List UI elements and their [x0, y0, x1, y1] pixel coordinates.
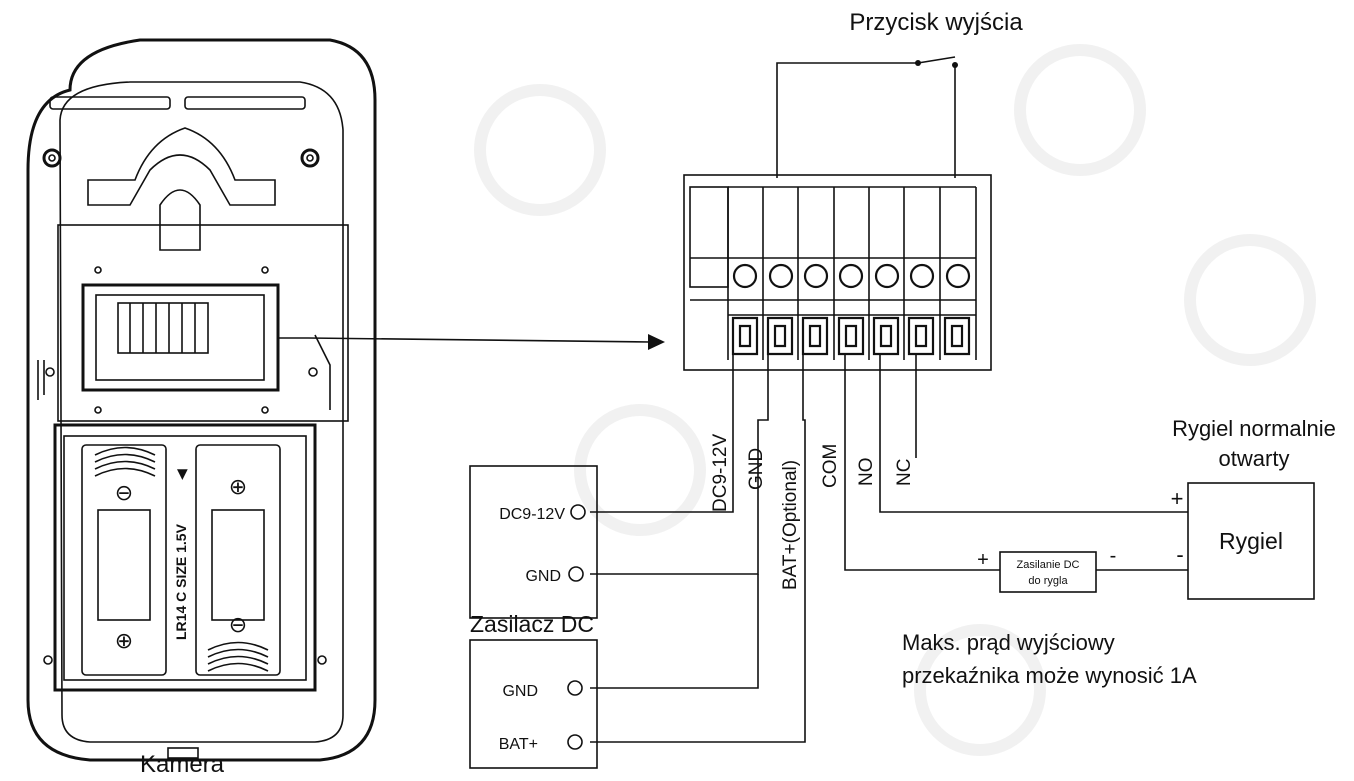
dc-adapter-label: Zasilacz DC	[470, 611, 594, 637]
wire-no	[879, 354, 1188, 513]
camera-label: Kamera	[140, 751, 225, 778]
terminal-label-nc: NC	[894, 459, 915, 486]
camera-battery-slot-left: ⊖ ⊕	[81, 444, 167, 676]
camera-mini-terminal-block	[117, 302, 209, 354]
terminal-label-bat: BAT+(Optional)	[780, 460, 801, 590]
lock-plus: +	[1171, 486, 1184, 511]
relay-note-2: przekaźnika może wynosić 1A	[902, 663, 1197, 688]
battery-marking: LR14 C SIZE 1.5V	[173, 523, 189, 640]
terminal-clamps	[731, 316, 971, 356]
lock-label: Rygiel	[1219, 528, 1283, 554]
camera-screw	[94, 266, 102, 274]
wire-gnd-battery	[590, 574, 759, 689]
camera-inner-shell	[59, 81, 344, 743]
camera-top-slot	[49, 96, 171, 110]
terminal-screws	[732, 263, 971, 289]
dc-power-dc-label: DC9-12V	[499, 506, 565, 523]
camera-screw	[42, 148, 62, 168]
lock-psu-plus: +	[977, 549, 989, 571]
camera-top-slot	[184, 96, 306, 110]
camera-back-plate	[57, 224, 349, 422]
zoom-arrow	[278, 334, 665, 350]
lock-box	[1187, 482, 1315, 600]
camera-screw	[261, 406, 269, 414]
svg-text:⊖: ⊖	[115, 480, 133, 505]
terminal-labels: DC9-12V GND BAT+(Optional) COM NO NC	[710, 434, 915, 590]
battery-box	[469, 639, 598, 769]
lock-psu-label-1: Zasilanie DC	[1017, 559, 1080, 571]
svg-text:⊕: ⊕	[229, 474, 247, 499]
battery-gnd-label: GND	[502, 683, 538, 700]
lock-psu-box	[999, 551, 1097, 593]
wires	[590, 354, 1188, 743]
battery-bat-label: BAT+	[499, 736, 538, 753]
terminal-block	[683, 174, 992, 371]
lock-title-1: Rygiel normalnie	[1172, 416, 1336, 441]
camera-back-illustration: ⊖ ⊕ ⊕ ⊖ LR14 C SIZE 1.5V ◀	[26, 38, 377, 762]
svg-text:◀: ◀	[173, 469, 189, 480]
wire-gnd	[590, 354, 769, 575]
dc-power-gnd-label: GND	[525, 568, 561, 585]
lock-psu-label-2: do rygla	[1028, 575, 1068, 587]
wire-bat	[590, 354, 806, 743]
camera-screw	[94, 406, 102, 414]
exit-button-switch	[776, 56, 958, 178]
camera-screw	[261, 266, 269, 274]
dc-power-box	[469, 465, 598, 619]
terminal-label-dc: DC9-12V	[710, 434, 731, 512]
wire-dc	[590, 354, 734, 513]
camera-terminal-window	[81, 283, 280, 392]
terminal-label-com: COM	[820, 444, 841, 488]
lock-minus: -	[1176, 542, 1183, 567]
watermark	[474, 44, 1316, 756]
camera-mount-bracket	[87, 127, 276, 206]
svg-text:⊕: ⊕	[115, 628, 133, 653]
camera-battery-slot-right: ⊕ ⊖	[195, 444, 281, 676]
lock-title-2: otwarty	[1219, 446, 1290, 471]
terminal-label-no: NO	[856, 458, 877, 487]
exit-button-label: Przycisk wyjścia	[849, 9, 1023, 36]
camera-mount-slot	[159, 189, 201, 251]
wire-com	[844, 354, 1000, 571]
camera-outer-shell	[26, 38, 377, 762]
svg-text:⊖: ⊖	[229, 612, 247, 637]
lock-psu-minus: -	[1110, 545, 1117, 567]
camera-screw	[300, 148, 320, 168]
relay-note-1: Maks. prąd wyjściowy	[902, 630, 1115, 655]
terminal-label-gnd: GND	[746, 448, 767, 490]
camera-battery-compartment	[53, 423, 317, 692]
